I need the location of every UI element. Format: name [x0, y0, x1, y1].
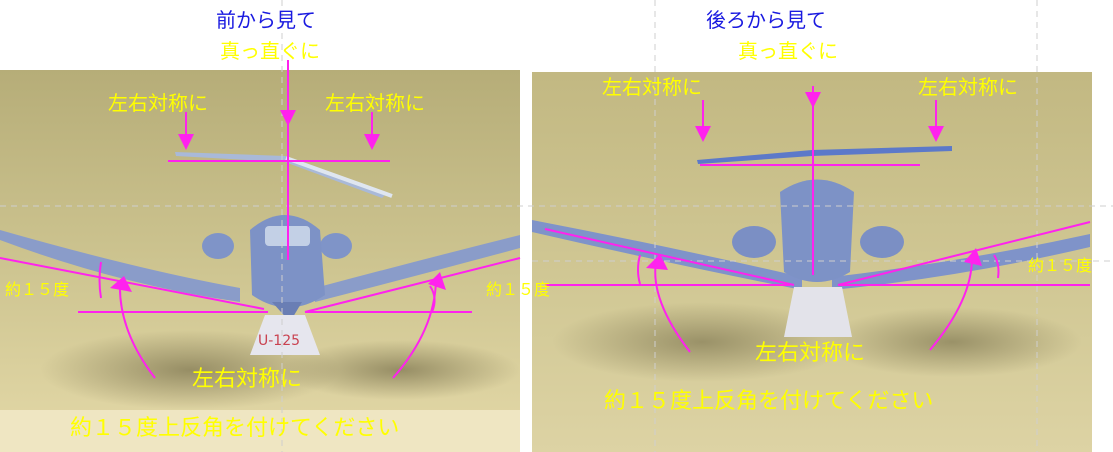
front-instruction: 約１５度上反角を付けてください [70, 416, 400, 441]
rear-symmetry-label-left: 左右対称に [602, 75, 702, 99]
rear-straight-label: 真っ直ぐに [738, 39, 838, 63]
front-symmetry-label-bottom: 左右対称に [192, 367, 303, 392]
front-view-heading: 前から見て [216, 8, 316, 32]
rear-view-heading: 後ろから見て [706, 8, 826, 32]
rear-angle-label-right: 約１５度 [1028, 256, 1093, 275]
front-aircraft-illustration: U-125 [0, 70, 520, 452]
rear-symmetry-label-bottom: 左右対称に [755, 341, 866, 366]
front-view-photo: U-125 [0, 70, 520, 452]
rear-symmetry-label-right: 左右対称に [918, 75, 1018, 99]
front-symmetry-label-left: 左右対称に [108, 91, 208, 115]
front-symmetry-label-right: 左右対称に [325, 91, 425, 115]
rear-instruction: 約１５度上反角を付けてください [604, 389, 934, 414]
tail-number: U-125 [258, 333, 300, 349]
front-angle-label-right: 約１５度 [486, 280, 551, 299]
front-angle-label-left: 約１５度 [5, 280, 70, 299]
front-straight-label: 真っ直ぐに [220, 39, 320, 63]
